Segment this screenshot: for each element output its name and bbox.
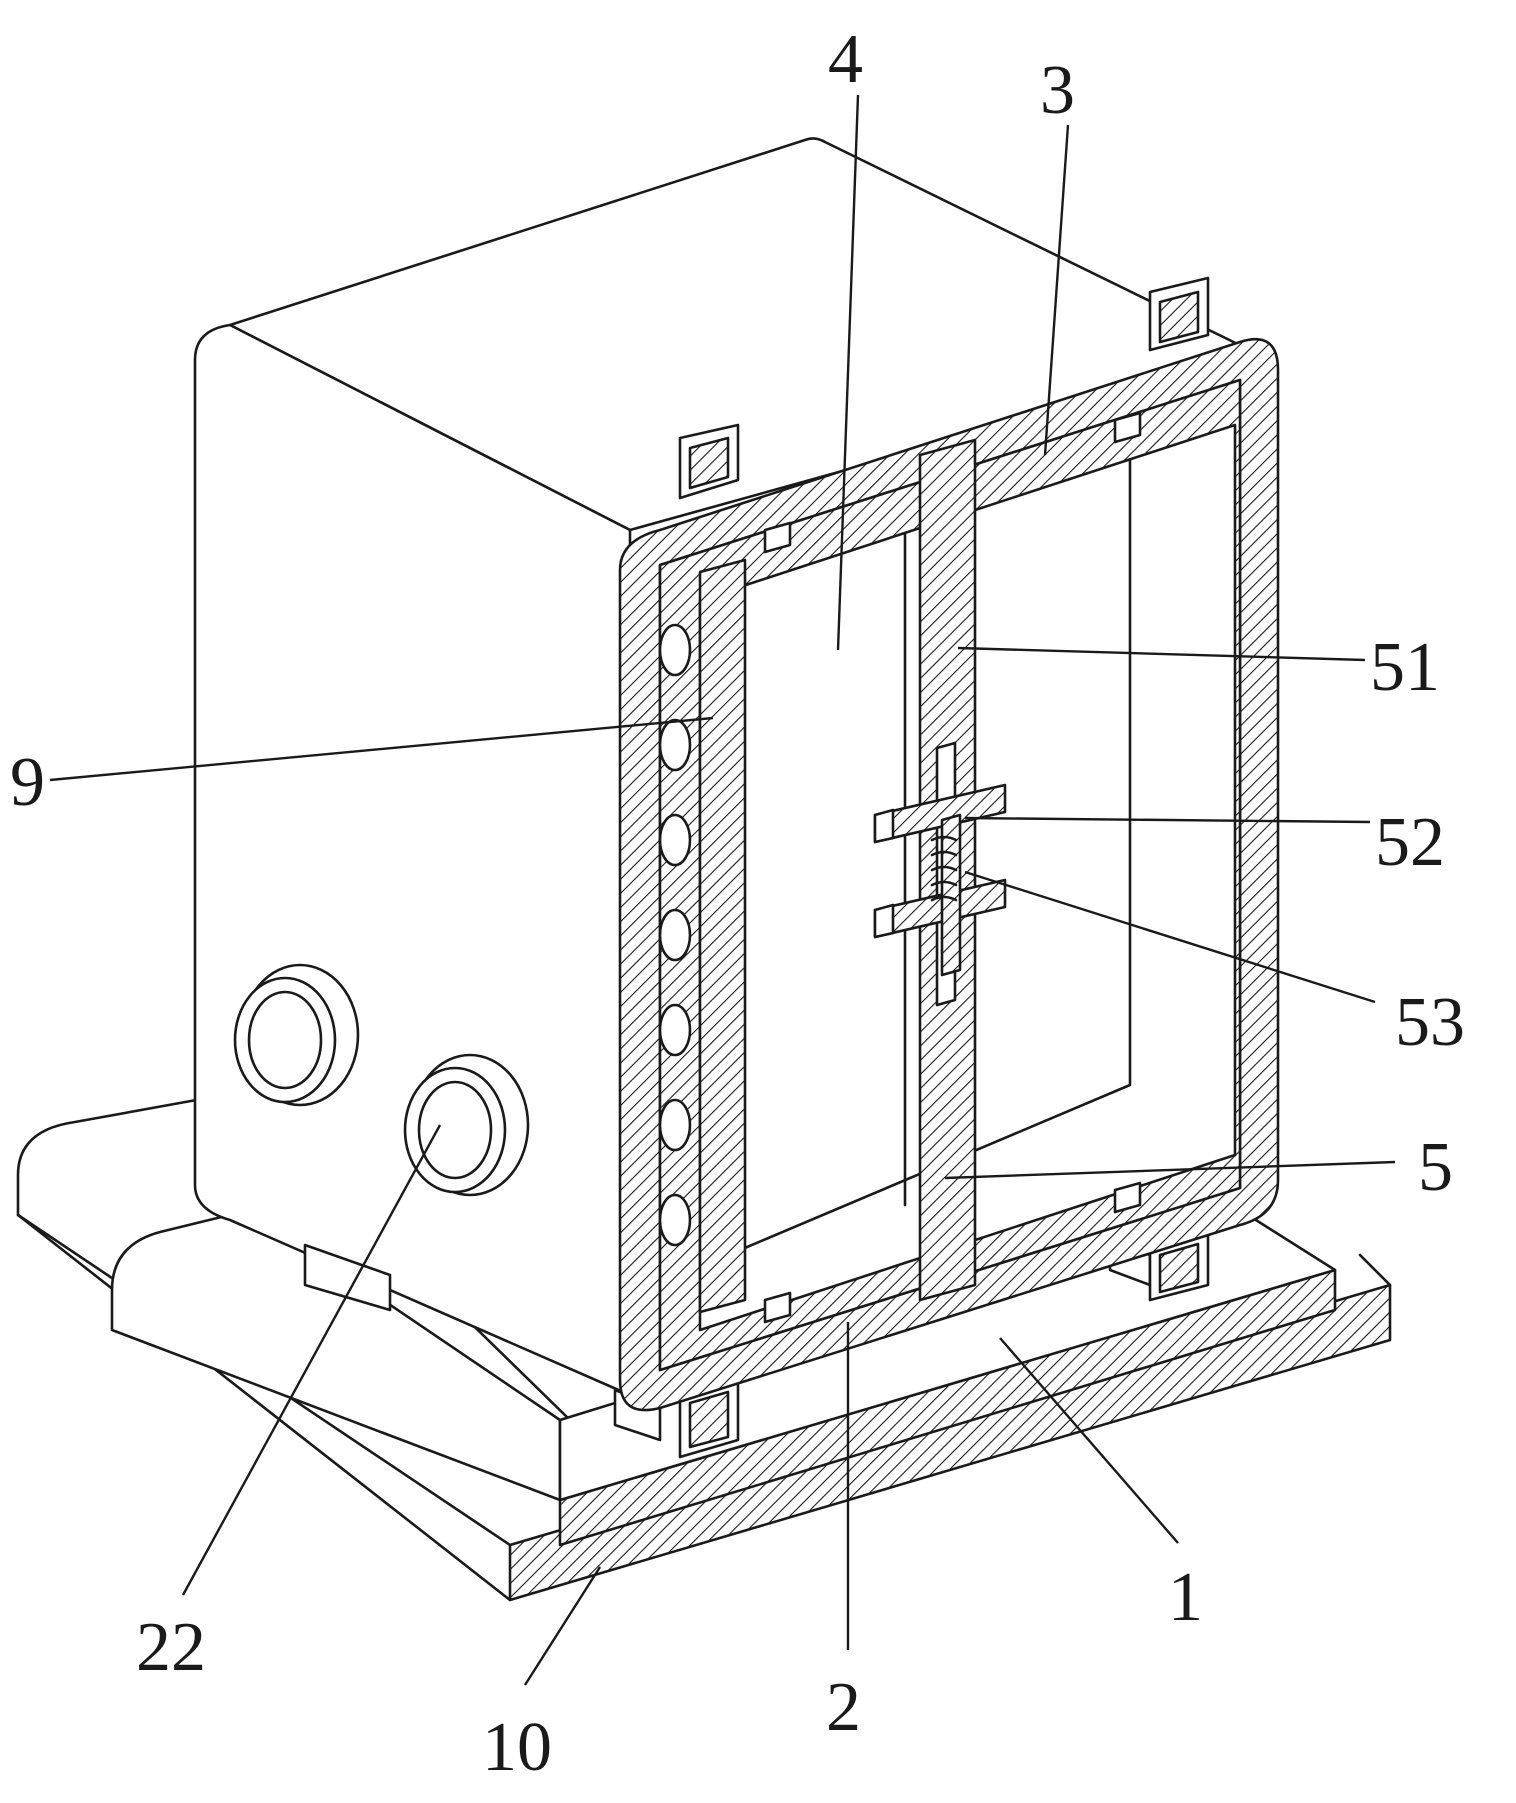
latch-assembly bbox=[873, 741, 1007, 1007]
reference-labels: 4 3 51 9 52 53 5 22 1 10 2 bbox=[10, 21, 1465, 1786]
knob-lower bbox=[403, 1053, 530, 1197]
vent-holes bbox=[658, 623, 692, 1247]
label-5: 5 bbox=[1418, 1129, 1453, 1206]
label-22: 22 bbox=[136, 1609, 206, 1686]
label-4: 4 bbox=[828, 21, 863, 98]
label-10: 10 bbox=[482, 1709, 552, 1786]
label-2: 2 bbox=[826, 1669, 861, 1746]
label-53: 53 bbox=[1395, 984, 1465, 1061]
label-1: 1 bbox=[1168, 1559, 1203, 1636]
left-bar bbox=[698, 558, 747, 1314]
knob-upper bbox=[233, 963, 360, 1107]
label-52: 52 bbox=[1375, 804, 1445, 881]
leader-lines bbox=[49, 94, 1396, 1686]
label-51: 51 bbox=[1370, 629, 1440, 706]
label-9: 9 bbox=[10, 744, 45, 821]
label-3: 3 bbox=[1040, 52, 1075, 129]
